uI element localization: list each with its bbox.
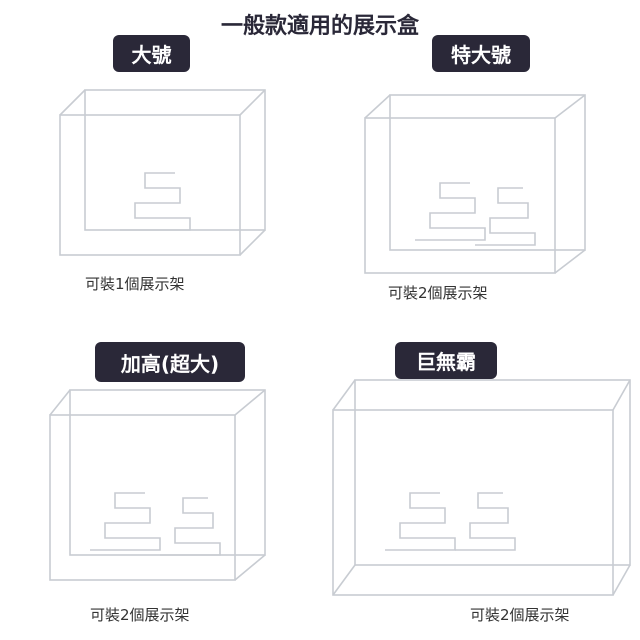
display-box-tall xyxy=(49,389,266,581)
size-badge-extra-large: 特大號 xyxy=(432,35,530,72)
caption-extra-large: 可裝2個展示架 xyxy=(388,284,488,302)
display-box-giant xyxy=(332,379,631,596)
size-badge-giant: 巨無霸 xyxy=(395,342,497,379)
display-box-extra-large xyxy=(364,94,586,274)
caption-giant: 可裝2個展示架 xyxy=(470,606,570,624)
size-badge-tall: 加高(超大) xyxy=(95,342,245,382)
caption-tall: 可裝2個展示架 xyxy=(90,606,190,624)
display-box-large xyxy=(59,89,266,256)
caption-large: 可裝1個展示架 xyxy=(85,275,185,293)
size-badge-large: 大號 xyxy=(113,35,190,72)
page-title: 一般款適用的展示盒 xyxy=(220,14,419,39)
